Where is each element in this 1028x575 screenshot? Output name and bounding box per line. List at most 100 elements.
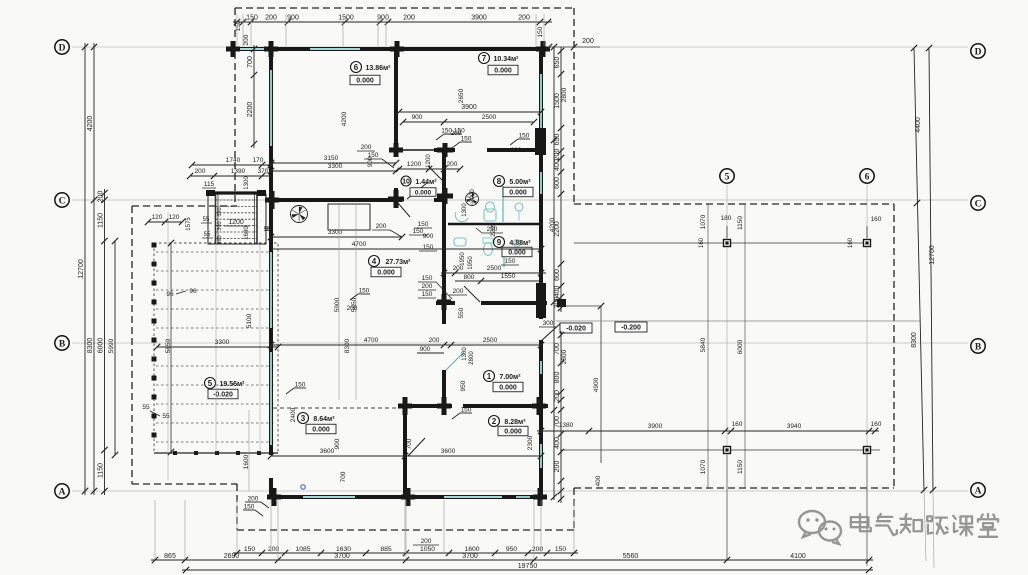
svg-text:865: 865 <box>164 553 176 560</box>
svg-text:1200: 1200 <box>426 154 432 168</box>
svg-text:2690: 2690 <box>224 553 240 560</box>
svg-text:13.86м²: 13.86м² <box>365 65 391 72</box>
svg-text:0.000: 0.000 <box>494 68 512 75</box>
svg-text:2500: 2500 <box>483 337 498 344</box>
svg-text:370: 370 <box>258 168 269 175</box>
svg-text:1950: 1950 <box>460 252 466 266</box>
svg-text:1070: 1070 <box>700 459 707 474</box>
svg-text:390: 390 <box>217 221 223 230</box>
svg-text:200: 200 <box>518 15 530 22</box>
svg-text:0.000: 0.000 <box>312 427 330 434</box>
svg-text:300: 300 <box>554 297 561 309</box>
svg-text:4100: 4100 <box>790 553 806 560</box>
svg-text:2500: 2500 <box>487 265 502 272</box>
svg-text:900: 900 <box>287 15 299 22</box>
svg-text:200: 200 <box>554 461 561 473</box>
svg-text:4200: 4200 <box>341 111 348 126</box>
svg-text:1: 1 <box>487 372 492 381</box>
svg-text:5990: 5990 <box>108 338 115 353</box>
svg-text:8: 8 <box>497 177 502 186</box>
svg-text:200: 200 <box>511 147 522 154</box>
svg-text:1740: 1740 <box>226 157 241 164</box>
svg-text:12700: 12700 <box>78 259 85 279</box>
svg-text:400: 400 <box>595 475 602 486</box>
svg-text:10.34м²: 10.34м² <box>493 56 519 63</box>
svg-text:900: 900 <box>368 156 374 167</box>
svg-text:55: 55 <box>142 404 150 411</box>
svg-text:150: 150 <box>244 503 255 510</box>
svg-text:160: 160 <box>871 216 882 223</box>
svg-text:800: 800 <box>464 274 475 281</box>
svg-text:1390: 1390 <box>231 168 246 175</box>
svg-text:1200: 1200 <box>407 161 422 168</box>
svg-text:8300: 8300 <box>911 332 918 348</box>
svg-text:950: 950 <box>460 380 467 391</box>
svg-text:1070: 1070 <box>700 214 707 229</box>
svg-text:1380: 1380 <box>559 422 574 429</box>
svg-text:900: 900 <box>412 114 423 121</box>
svg-text:3: 3 <box>301 414 306 423</box>
svg-text:19.56м²: 19.56м² <box>219 381 245 388</box>
svg-text:150: 150 <box>505 258 516 265</box>
svg-text:1300: 1300 <box>244 176 250 190</box>
svg-text:3600: 3600 <box>441 448 456 455</box>
svg-text:900: 900 <box>423 233 434 240</box>
svg-text:0.000: 0.000 <box>377 270 395 277</box>
svg-text:160: 160 <box>871 421 882 428</box>
svg-text:12700: 12700 <box>929 245 936 265</box>
svg-text:200: 200 <box>376 223 387 230</box>
svg-text:0.000: 0.000 <box>415 190 432 197</box>
svg-text:4400: 4400 <box>915 117 922 133</box>
svg-text:1550: 1550 <box>501 273 516 280</box>
svg-text:3600: 3600 <box>320 448 335 455</box>
svg-text:3900: 3900 <box>648 423 663 430</box>
svg-text:3700: 3700 <box>462 553 478 560</box>
svg-text:4700: 4700 <box>364 337 379 344</box>
svg-text:150: 150 <box>423 244 434 251</box>
svg-text:1200: 1200 <box>228 219 244 226</box>
svg-text:2500: 2500 <box>482 114 497 121</box>
svg-text:1680: 1680 <box>244 226 250 240</box>
svg-text:200: 200 <box>453 265 464 272</box>
svg-text:C: C <box>975 199 982 209</box>
svg-text:5: 5 <box>208 379 213 388</box>
svg-text:150: 150 <box>246 15 258 22</box>
svg-text:160: 160 <box>699 237 705 248</box>
svg-text:150: 150 <box>422 275 433 282</box>
svg-text:700: 700 <box>406 438 413 449</box>
svg-text:200: 200 <box>429 337 440 344</box>
svg-text:1600: 1600 <box>464 546 479 553</box>
svg-text:3300: 3300 <box>328 163 343 170</box>
svg-text:1085: 1085 <box>295 546 310 553</box>
svg-text:9: 9 <box>497 238 502 247</box>
svg-text:200: 200 <box>248 495 259 502</box>
svg-text:150: 150 <box>235 20 242 31</box>
svg-text:700: 700 <box>247 56 254 68</box>
svg-text:0.000: 0.000 <box>509 190 527 197</box>
svg-text:3940: 3940 <box>787 423 802 430</box>
svg-text:6000: 6000 <box>97 338 104 354</box>
svg-text:115: 115 <box>204 181 215 188</box>
svg-text:7: 7 <box>482 54 487 63</box>
svg-text:150: 150 <box>537 26 544 37</box>
svg-text:5650: 5650 <box>351 297 358 312</box>
svg-text:27.73м²: 27.73м² <box>385 259 411 266</box>
svg-text:150 150: 150 150 <box>441 127 465 134</box>
svg-text:7.00м²: 7.00м² <box>499 374 521 381</box>
svg-text:950: 950 <box>506 546 518 553</box>
svg-text:3700: 3700 <box>334 553 350 560</box>
svg-text:2200: 2200 <box>491 223 497 237</box>
svg-text:900: 900 <box>377 15 389 22</box>
svg-text:B: B <box>975 342 982 352</box>
svg-text:150: 150 <box>368 152 379 159</box>
svg-text:0.000: 0.000 <box>499 385 517 392</box>
svg-text:200: 200 <box>453 288 464 295</box>
svg-text:600: 600 <box>554 177 561 189</box>
svg-text:150: 150 <box>295 381 306 388</box>
svg-text:1150: 1150 <box>737 460 744 474</box>
svg-text:-0.020: -0.020 <box>213 392 233 399</box>
svg-text:1050: 1050 <box>420 546 435 553</box>
svg-text:1.44м²: 1.44м² <box>415 179 437 186</box>
svg-text:2300: 2300 <box>527 435 534 450</box>
svg-text:400: 400 <box>554 437 561 449</box>
